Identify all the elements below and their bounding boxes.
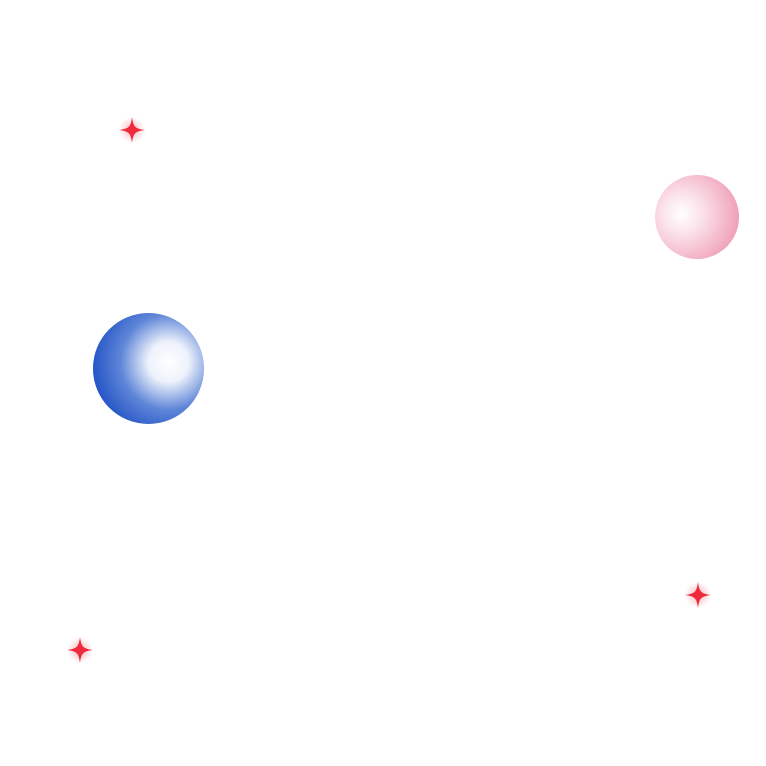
sparkle-icon	[118, 116, 146, 144]
blue-sphere-icon	[93, 313, 204, 424]
sparkle-icon	[66, 636, 94, 664]
pink-sphere-icon	[655, 175, 739, 259]
sparkle-icon	[684, 581, 712, 609]
